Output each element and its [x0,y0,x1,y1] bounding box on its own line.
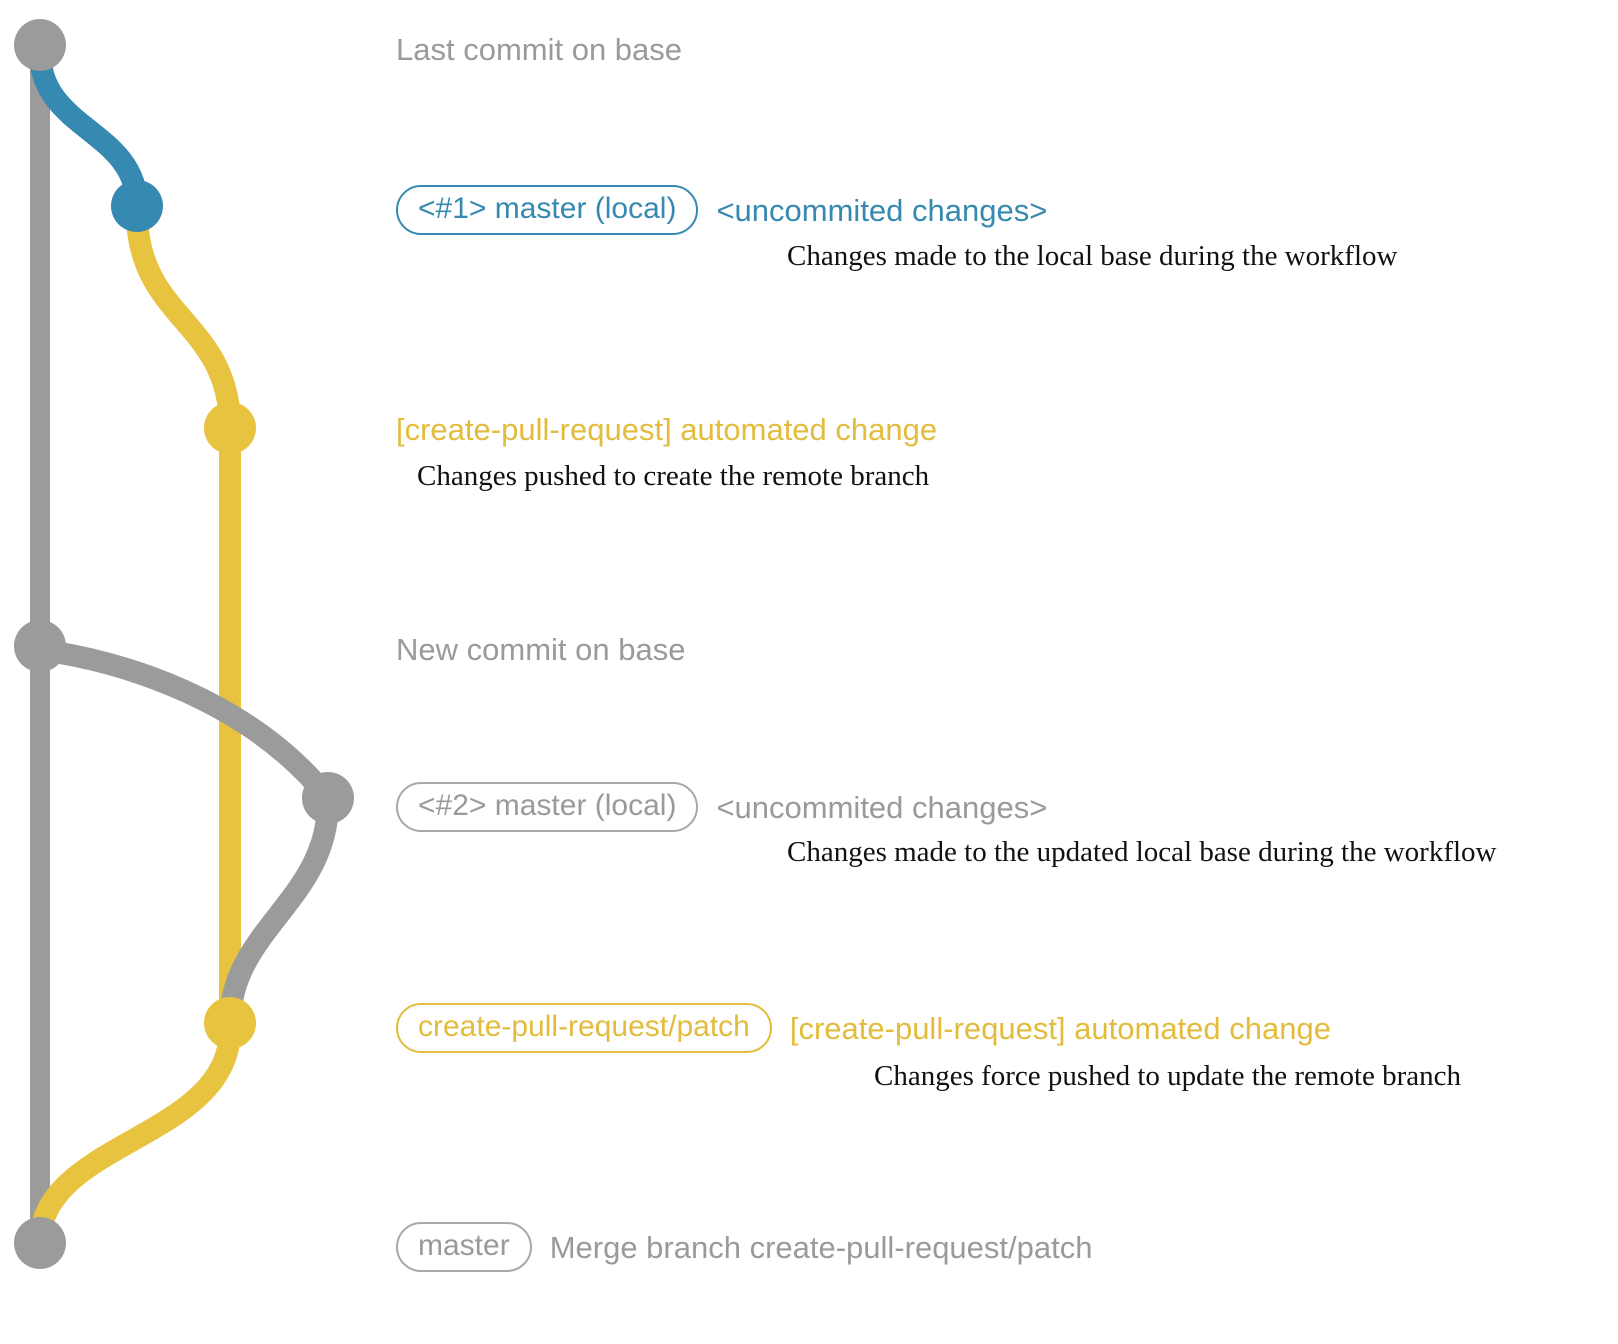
badge-local-master-2[interactable]: <#2> master (local) [396,782,699,832]
description-automated-change-1: Changes pushed to create the remote bran… [417,460,930,492]
headline-last-commit-on-base: Last commit on base [396,32,683,67]
headline-automated-change-2: [create-pull-request] automated change [789,1010,1331,1046]
description-automated-change-2: Changes force pushed to update the remot… [874,1060,1462,1092]
badge-master[interactable]: master [396,1222,532,1272]
headline-uncommited-changes-1: <uncommited changes> [716,192,1048,228]
edge-base-to-local-2 [29,639,339,809]
node-last-commit-base [14,19,66,71]
headline-uncommited-changes-2: <uncommited changes> [716,789,1048,825]
edge-patch-2-to-merge [29,1018,241,1254]
row-local-master-2: <#2> master (local) <uncommited changes> [396,782,1047,832]
edge-local-1-to-patch-1 [126,201,241,439]
badge-create-pull-request-patch[interactable]: create-pull-request/patch [396,1003,772,1053]
headline-new-commit-on-base: New commit on base [396,632,686,667]
headline-merge-commit: Merge branch create-pull-request/patch [549,1229,1093,1265]
node-merge-commit [14,1217,66,1269]
badge-local-master-1[interactable]: <#1> master (local) [396,185,699,235]
node-automated-change-1 [204,402,256,454]
commit-graph [14,19,354,1269]
node-new-commit-base [14,620,66,672]
row-local-master-1: <#1> master (local) <uncommited changes> [396,185,1047,235]
description-local-master-2: Changes made to the updated local base d… [787,836,1497,868]
row-automated-change-2: create-pull-request/patch [create-pull-r… [396,1003,1331,1053]
row-automated-change-1: [create-pull-request] automated change [396,414,937,445]
edge-local-2-to-patch-2 [219,791,339,1034]
edge-base-to-local-1 [29,41,148,217]
headline-automated-change-1: [create-pull-request] automated change [396,412,938,447]
row-new-commit-on-base: New commit on base [396,634,685,665]
row-last-commit-on-base: Last commit on base [396,34,682,65]
description-local-master-1: Changes made to the local base during th… [787,240,1398,272]
node-local-master-2 [302,772,354,824]
node-automated-change-2 [204,997,256,1049]
row-merge-commit: master Merge branch create-pull-request/… [396,1222,1092,1272]
node-local-master-1 [111,180,163,232]
